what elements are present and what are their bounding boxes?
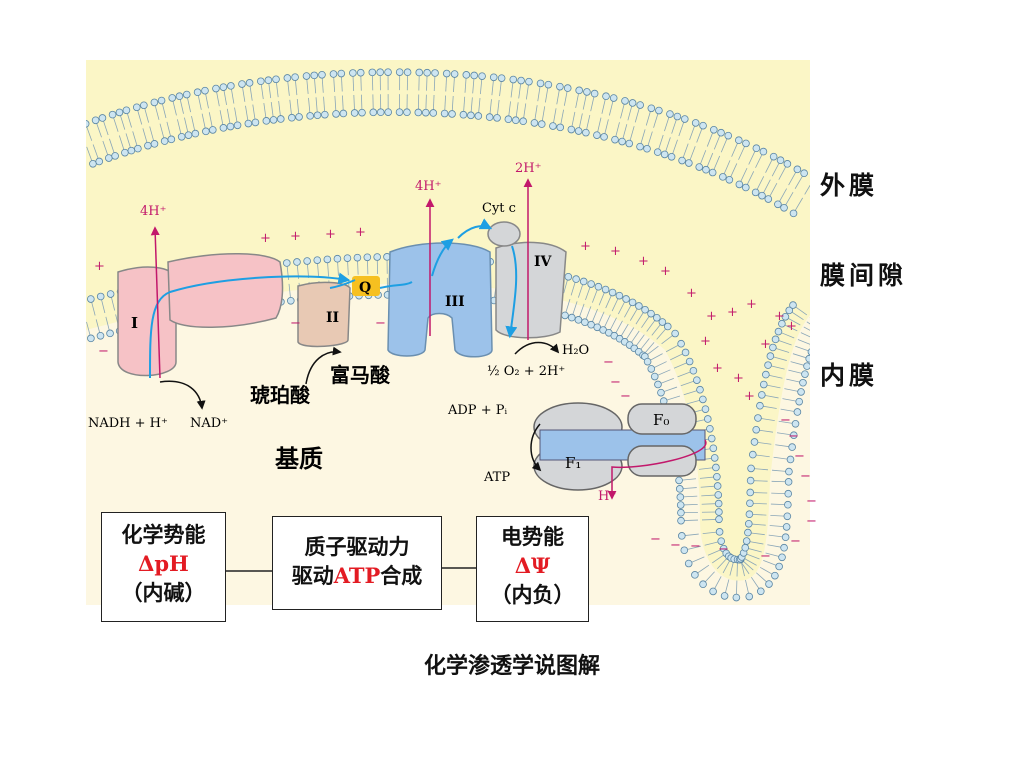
svg-text:+: + bbox=[774, 309, 785, 324]
fumarate-label: 富马酸 bbox=[330, 363, 391, 387]
electric-potential-note: （内负） bbox=[490, 582, 575, 607]
svg-text:−: − bbox=[690, 539, 701, 554]
svg-text:+: + bbox=[325, 227, 336, 242]
outer-membrane bbox=[86, 68, 810, 218]
svg-text:−: − bbox=[290, 316, 301, 331]
electron-path bbox=[149, 218, 518, 379]
complex-iv-label: IV bbox=[534, 254, 553, 270]
proton-motive-force-title: 质子驱动力 bbox=[304, 534, 410, 559]
proton-pumps bbox=[150, 178, 533, 379]
svg-text:−: − bbox=[620, 389, 631, 404]
svg-text:+: + bbox=[260, 231, 271, 246]
electric-potential-title: 电势能 bbox=[501, 524, 564, 549]
svg-text:−: − bbox=[790, 534, 801, 549]
svg-text:−: − bbox=[788, 429, 799, 444]
succinate-label: 琥珀酸 bbox=[250, 383, 311, 407]
adp-label: ADP + Pᵢ bbox=[447, 403, 507, 418]
svg-text:−: − bbox=[650, 532, 661, 547]
svg-text:+: + bbox=[290, 229, 301, 244]
synthesis-text: 合成 bbox=[380, 563, 423, 588]
nad-label: NAD⁺ bbox=[190, 416, 228, 431]
h4-mid-label: 4H⁺ bbox=[415, 179, 441, 194]
atp-text: ATP bbox=[333, 563, 381, 588]
svg-text:−: − bbox=[670, 538, 681, 553]
h2-label: 2H⁺ bbox=[515, 161, 541, 176]
svg-text:−: − bbox=[718, 542, 729, 557]
f1-subunit bbox=[627, 445, 697, 477]
h4-left-label: 4H⁺ bbox=[140, 204, 166, 219]
inner-membrane-label: 内膜 bbox=[820, 361, 879, 390]
intermembrane-space-label: 膜间隙 bbox=[820, 261, 908, 290]
svg-text:−: − bbox=[794, 449, 805, 464]
chemical-potential-title: 化学势能 bbox=[121, 522, 206, 547]
fo-subunit bbox=[627, 403, 697, 435]
proton-motive-force-box: 质子驱动力 驱动ATP合成 bbox=[272, 516, 442, 610]
cyt-c bbox=[487, 221, 521, 247]
atp-synthase: F₀ F₁ H⁺ ADP + Pᵢ ATP bbox=[447, 402, 707, 504]
svg-text:+: + bbox=[727, 305, 738, 320]
h2o-label: H₂O bbox=[562, 343, 589, 358]
svg-text:+: + bbox=[760, 337, 771, 352]
svg-text:−: − bbox=[780, 413, 791, 428]
atp-label: ATP bbox=[483, 470, 510, 485]
membrane-charges: ++++++++++++++++++++−−−−−−−−−−−−−−−−−− bbox=[94, 225, 817, 564]
svg-text:+: + bbox=[660, 264, 671, 279]
svg-text:+: + bbox=[638, 254, 649, 269]
svg-text:+: + bbox=[94, 259, 105, 274]
delta-ph-label: ΔpH bbox=[138, 551, 189, 576]
outer-membrane-label: 外膜 bbox=[820, 171, 879, 200]
delta-psi-label: ΔΨ bbox=[514, 553, 551, 578]
electric-potential-box: 电势能 ΔΨ （内负） bbox=[476, 516, 589, 622]
svg-text:+: + bbox=[733, 371, 744, 386]
matrix-region bbox=[86, 283, 810, 605]
svg-text:+: + bbox=[700, 334, 711, 349]
complex-iii: III bbox=[387, 242, 493, 358]
svg-text:+: + bbox=[786, 319, 797, 334]
substrate-arrows bbox=[159, 341, 560, 410]
complex-i-label: I bbox=[131, 314, 138, 332]
svg-text:−: − bbox=[760, 549, 771, 564]
drive-text: 驱动 bbox=[291, 563, 334, 588]
svg-text:−: − bbox=[806, 494, 817, 509]
figure-caption: 化学渗透学说图解 bbox=[423, 654, 600, 679]
complex-iii-label: III bbox=[445, 294, 465, 310]
complex-ii-label: II bbox=[326, 310, 339, 326]
atp-synthesis-line: 驱动ATP合成 bbox=[273, 561, 441, 590]
svg-text:−: − bbox=[98, 344, 109, 359]
ubiquinone: Q bbox=[352, 276, 380, 296]
h-out-label: H⁺ bbox=[598, 489, 616, 504]
cyt-c-label: Cyt c bbox=[482, 201, 516, 216]
svg-text:−: − bbox=[610, 375, 621, 390]
complex-ii: II bbox=[297, 281, 351, 348]
svg-text:−: − bbox=[375, 316, 386, 331]
chemical-potential-note: （内碱） bbox=[121, 580, 206, 605]
svg-text:−: − bbox=[800, 469, 811, 484]
svg-text:+: + bbox=[686, 286, 697, 301]
complex-i: I bbox=[117, 253, 284, 377]
svg-text:+: + bbox=[712, 361, 723, 376]
o2-label: ½ O₂ + 2H⁺ bbox=[487, 364, 565, 379]
svg-text:+: + bbox=[610, 244, 621, 259]
svg-text:−: − bbox=[806, 514, 817, 529]
svg-text:+: + bbox=[744, 389, 755, 404]
chemical-potential-box: 化学势能 ΔpH （内碱） bbox=[101, 512, 226, 622]
svg-text:+: + bbox=[706, 309, 717, 324]
svg-text:−: − bbox=[603, 355, 614, 370]
q-label: Q bbox=[359, 280, 371, 296]
nadh-label: NADH + H⁺ bbox=[88, 416, 168, 431]
fo-label: F₀ bbox=[653, 411, 669, 429]
svg-text:+: + bbox=[746, 297, 757, 312]
f1-label: F₁ bbox=[565, 454, 581, 472]
matrix-label: 基质 bbox=[275, 444, 323, 473]
svg-text:+: + bbox=[580, 239, 591, 254]
svg-text:+: + bbox=[355, 225, 366, 240]
